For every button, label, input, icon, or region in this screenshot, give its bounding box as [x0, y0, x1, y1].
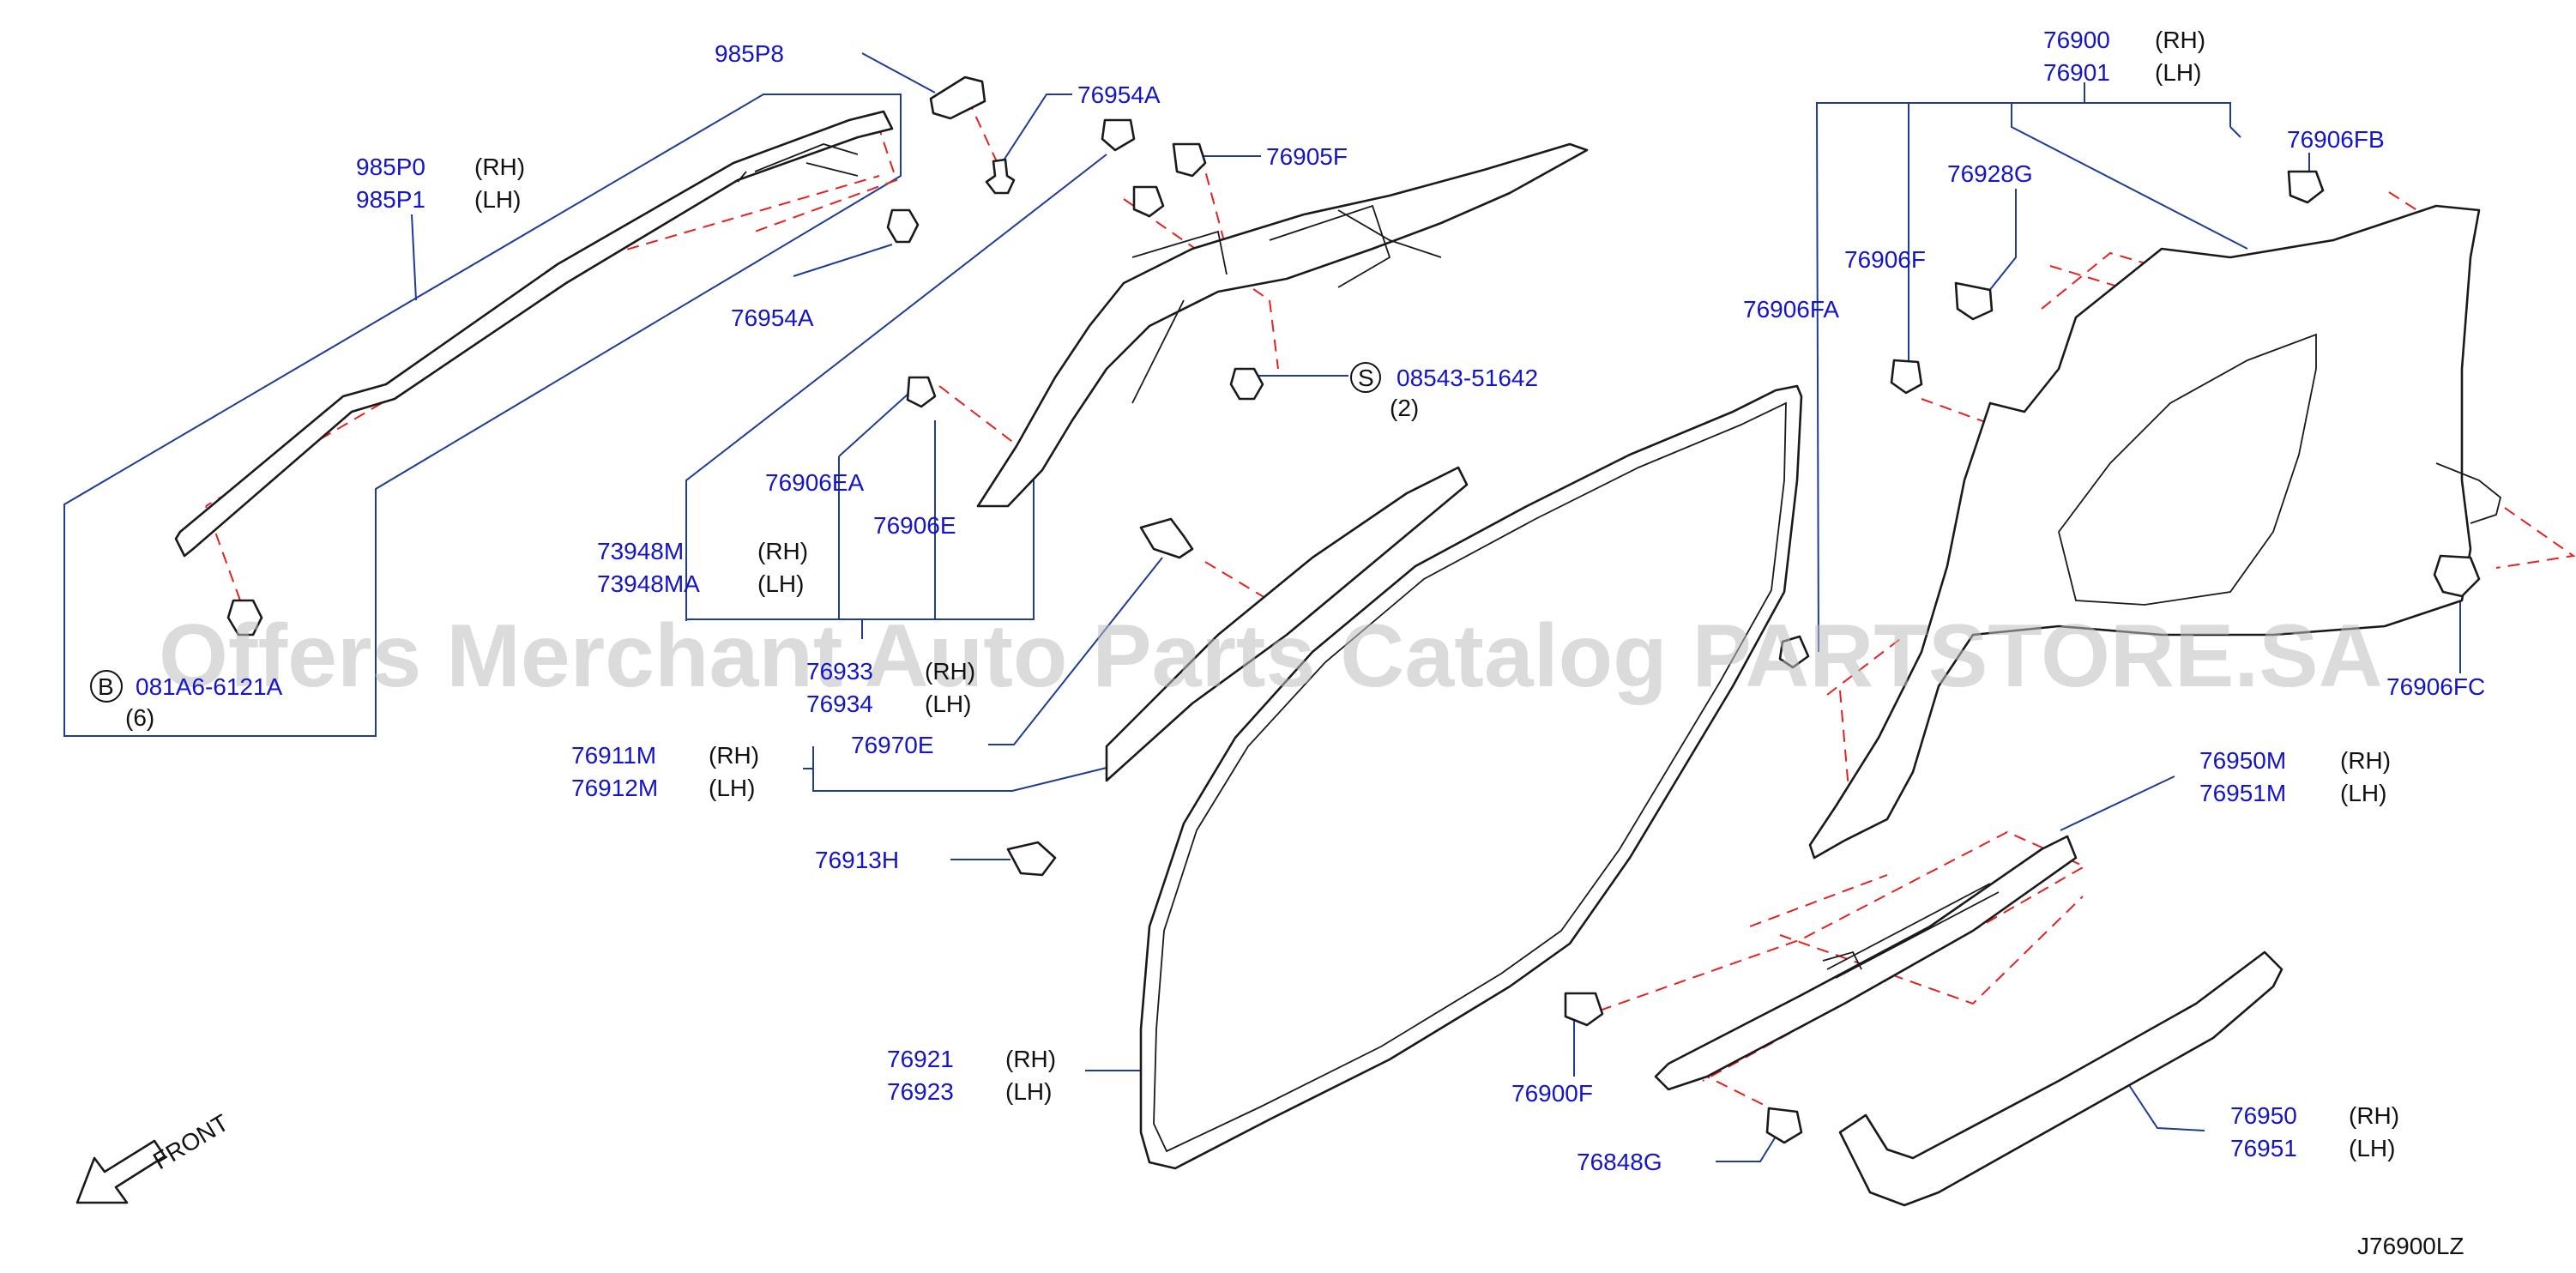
bolt-symbol-b: B — [98, 673, 114, 700]
part-number-76933[interactable]: 76933 — [806, 658, 873, 685]
part-number-76921[interactable]: 76921 — [887, 1046, 954, 1072]
side-label-76950: (RH) — [2349, 1102, 2399, 1129]
callout-labels: 985P8 76954A 985P0 (RH) 985P1 (LH) 76905… — [98, 27, 2485, 1259]
part-number-76906ea[interactable]: 76906EA — [765, 469, 865, 496]
part-number-985p8[interactable]: 985P8 — [715, 40, 784, 67]
clip — [2287, 170, 2325, 204]
part-number-76906fc[interactable]: 76906FC — [2386, 673, 2485, 700]
clip — [1564, 992, 1604, 1027]
part-number-76950m[interactable]: 76950M — [2199, 747, 2286, 774]
part-number-76912m[interactable]: 76912M — [571, 775, 658, 801]
part-number-76906fb[interactable]: 76906FB — [2287, 126, 2385, 153]
part-number-76954a-bottom[interactable]: 76954A — [731, 305, 814, 331]
airbag-clip — [929, 75, 986, 120]
part-number-76934[interactable]: 76934 — [806, 691, 873, 717]
bolt — [226, 599, 263, 636]
side-label-76923: (LH) — [1005, 1078, 1052, 1105]
part-number-985p0[interactable]: 985P0 — [356, 154, 425, 180]
part-number-76906fa[interactable]: 76906FA — [1743, 296, 1839, 323]
side-label-76901: (LH) — [2155, 59, 2201, 86]
bolt — [985, 158, 1016, 195]
clip — [1172, 142, 1207, 178]
line-art — [75, 75, 2502, 1207]
part-number-76906e[interactable]: 76906E — [873, 512, 956, 539]
side-label-76921: (RH) — [1005, 1046, 1056, 1072]
symbol-circles — [90, 362, 1381, 703]
part-number-76911m[interactable]: 76911M — [571, 742, 656, 769]
clip — [2433, 554, 2481, 598]
clip — [1132, 185, 1165, 218]
part-number-76901[interactable]: 76901 — [2043, 59, 2110, 86]
clip-76913h — [1006, 841, 1057, 877]
part-number-76970e[interactable]: 76970E — [851, 732, 934, 758]
side-label-73948ma: (LH) — [757, 570, 804, 597]
clip-holder — [1139, 517, 1194, 559]
part-number-76951[interactable]: 76951 — [2230, 1135, 2297, 1161]
clip — [1954, 281, 1994, 321]
qty-08543-51642: (2) — [1390, 395, 1419, 421]
side-label-985p1: (LH) — [474, 186, 521, 213]
sill-trim — [1838, 950, 2283, 1207]
clip — [906, 376, 937, 408]
side-label-76933: (RH) — [925, 658, 975, 685]
side-label-76912m: (LH) — [709, 775, 755, 801]
side-label-76911m: (RH) — [709, 742, 759, 769]
part-number-76954a-top[interactable]: 76954A — [1077, 81, 1161, 108]
pillar-finisher — [1105, 466, 1469, 782]
part-number-73948ma[interactable]: 73948MA — [597, 570, 700, 597]
clip — [1778, 635, 1810, 669]
pillar-upper-trim — [976, 142, 1589, 508]
part-number-76900[interactable]: 76900 — [2043, 27, 2110, 53]
part-number-76906f[interactable]: 76906F — [1844, 246, 1926, 273]
leader-lines — [63, 52, 2461, 1162]
part-number-76913h[interactable]: 76913H — [815, 847, 899, 873]
side-label-985p0: (RH) — [474, 154, 525, 180]
part-number-76905f[interactable]: 76905F — [1266, 143, 1348, 170]
clip — [1101, 118, 1136, 152]
part-number-985p1[interactable]: 985P1 — [356, 186, 425, 213]
side-label-76951m: (LH) — [2340, 780, 2386, 806]
qty-081a6-6121a: (6) — [125, 704, 154, 731]
side-label-73948m: (RH) — [757, 538, 808, 564]
rear-quarter-trim — [1808, 204, 2481, 860]
side-label-76950m: (RH) — [2340, 747, 2391, 774]
part-number-081a6-6121a[interactable]: 081A6-6121A — [136, 673, 283, 700]
curtain-airbag — [174, 110, 894, 558]
door-opening-welt — [1139, 384, 1803, 1170]
front-label: FRONT — [148, 1109, 233, 1174]
part-number-76923[interactable]: 76923 — [887, 1078, 954, 1105]
side-label-76951: (LH) — [2349, 1135, 2395, 1161]
part-number-73948m[interactable]: 73948M — [597, 538, 684, 564]
bolt — [1229, 367, 1264, 401]
side-label-76934: (LH) — [925, 691, 971, 717]
part-number-76848g[interactable]: 76848G — [1577, 1149, 1662, 1175]
watermark: Offers Merchant Auto Parts Catalog PARTS… — [159, 606, 2383, 706]
part-number-76900f[interactable]: 76900F — [1511, 1080, 1593, 1107]
part-number-76951m[interactable]: 76951M — [2199, 780, 2286, 806]
side-label-76900: (RH) — [2155, 27, 2205, 53]
clip — [1890, 359, 1923, 395]
clip — [1765, 1107, 1803, 1144]
part-number-08543-51642[interactable]: 08543-51642 — [1397, 365, 1538, 391]
bolt — [886, 208, 920, 244]
front-arrow — [75, 1139, 166, 1204]
part-number-76950[interactable]: 76950 — [2230, 1102, 2297, 1129]
diagram-code: J76900LZ — [2357, 1233, 2464, 1259]
bolt-symbol-s: S — [1358, 365, 1374, 391]
part-number-76928g[interactable]: 76928G — [1947, 160, 2033, 187]
